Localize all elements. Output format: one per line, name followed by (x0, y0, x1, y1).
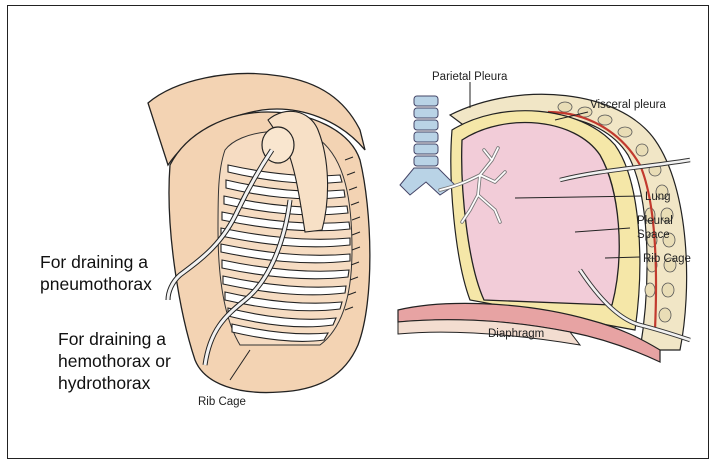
torso-illustration (148, 74, 370, 393)
label-ribcage-left: Rib Cage (198, 396, 246, 408)
label-lung: Lung (645, 191, 671, 203)
label-hemothorax-line2: hemothorax or (58, 351, 171, 371)
label-rib-cage-right: Rib Cage (643, 253, 691, 265)
label-diaphragm: Diaphragm (488, 328, 544, 340)
label-parietal-pleura: Parietal Pleura (432, 71, 508, 83)
label-hemothorax-line1: For draining a (58, 329, 166, 349)
label-hemothorax-line3: hydrothorax (58, 373, 151, 393)
label-pneumothorax-line1: For draining a (40, 252, 148, 272)
label-pneumothorax-line2: pneumothorax (40, 274, 152, 294)
label-pleural-space-line1: Pleural (637, 215, 673, 227)
label-pleural-space-line2: Space (637, 229, 670, 241)
trachea (400, 96, 455, 195)
label-visceral-pleura: Visceral pleura (590, 99, 666, 111)
